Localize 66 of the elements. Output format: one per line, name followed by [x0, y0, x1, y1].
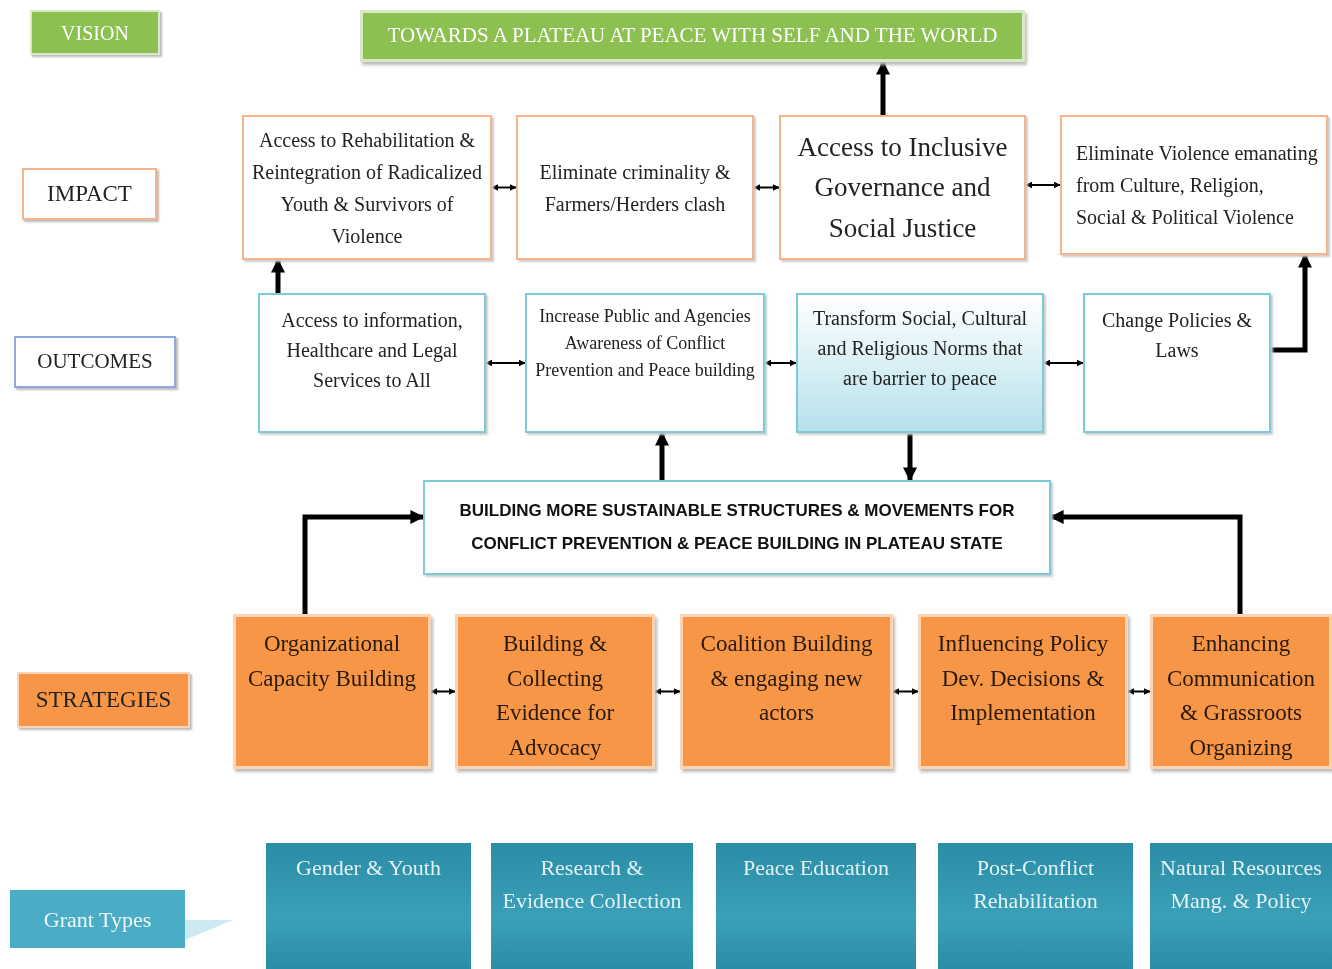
strategy-box — [455, 614, 655, 769]
arrow — [903, 433, 917, 482]
arrow — [764, 359, 797, 367]
box-text: Eliminate Violence emanating from Culture, Religion, Social & Political Violence — [1076, 141, 1318, 230]
box-text: Influencing Policy Dev. Decisions & Implementation — [936, 630, 1110, 727]
impact-box — [779, 115, 1026, 260]
grant-type-box — [938, 843, 1133, 969]
strategy-box — [680, 614, 893, 769]
box-text: IMPACT — [47, 179, 132, 208]
goal-box — [423, 480, 1051, 575]
outcome-box — [796, 293, 1044, 433]
box-text: Access to Rehabilitation & Reintegration of Radicalized Youth & Survivors of Violence — [252, 127, 482, 249]
arrow — [1271, 253, 1312, 353]
box-text: STRATEGIES — [35, 685, 172, 714]
box-text: VISION — [61, 20, 129, 46]
arrow — [491, 184, 517, 191]
strategy-box — [1150, 614, 1332, 769]
box-text: Increase Public and Agencies Awareness of Conflict Prevention and Peace building — [535, 305, 755, 382]
box-text: Grant Types — [43, 905, 152, 934]
box-text: Gender & Youth — [296, 854, 441, 882]
box-text: Research & Evidence Collection — [501, 854, 683, 915]
arrow — [753, 184, 780, 191]
arrow — [655, 431, 669, 480]
box-text: Enhancing Communication & Grassroots Organizing — [1165, 630, 1317, 762]
box-text: BUILDING MORE SUSTAINABLE STRUCTURES & MOVEMENTS FOR CONFLICT PREVENTION & PEACE BUILDING IN PLATEAU STATE — [458, 500, 1016, 555]
arrow — [430, 688, 456, 695]
box-text: Peace Education — [743, 854, 889, 882]
arrow — [1127, 688, 1151, 695]
box-text: TOWARDS A PLATEAU AT PEACE WITH SELF AND THE WORLD — [387, 22, 998, 50]
box-text: Access to Inclusive Governance and Social Justice — [796, 130, 1009, 245]
section-label — [10, 890, 185, 948]
box-text: Change Policies & Laws — [1101, 308, 1253, 363]
box-text: Coalition Building & engaging new actors — [699, 630, 874, 727]
outcome-box — [1083, 293, 1271, 433]
arrow — [1043, 359, 1084, 367]
arrow — [302, 510, 425, 614]
outcome-box — [258, 293, 486, 433]
box-text: OUTCOMES — [37, 348, 153, 376]
outcome-box — [525, 293, 765, 433]
arrow — [485, 359, 526, 367]
grant-type-box — [266, 843, 471, 969]
box-text: Post-Conflict Rehabilitation — [972, 854, 1099, 915]
impact-box — [1060, 115, 1328, 255]
section-label — [14, 336, 176, 388]
grant-type-box — [1150, 843, 1332, 969]
arrow — [654, 688, 681, 695]
grant-type-box — [716, 843, 916, 969]
strategy-box — [918, 614, 1128, 769]
strategy-box — [233, 614, 431, 769]
box-text: Natural Resources Mang. & Policy — [1159, 854, 1323, 915]
section-label — [30, 10, 160, 55]
arrow — [1025, 181, 1061, 189]
box-text: Building & Collecting Evidence for Advocacy — [494, 630, 616, 762]
arrow — [892, 688, 919, 695]
box-text: Organizational Capacity Building — [247, 630, 417, 693]
vision-banner — [360, 10, 1025, 62]
section-label — [17, 672, 190, 728]
section-label — [22, 168, 157, 220]
arrow — [876, 60, 890, 115]
arrow — [271, 258, 285, 293]
impact-box — [516, 115, 754, 260]
box-text: Eliminate criminality & Farmers/Herders clash — [538, 159, 732, 217]
grant-type-box — [491, 843, 693, 969]
box-text: Transform Social, Cultural and Religious Norms that are barrier to peace — [811, 306, 1029, 392]
box-text: Access to information, Healthcare and Legal Services to All — [280, 308, 464, 393]
impact-box — [242, 115, 492, 260]
